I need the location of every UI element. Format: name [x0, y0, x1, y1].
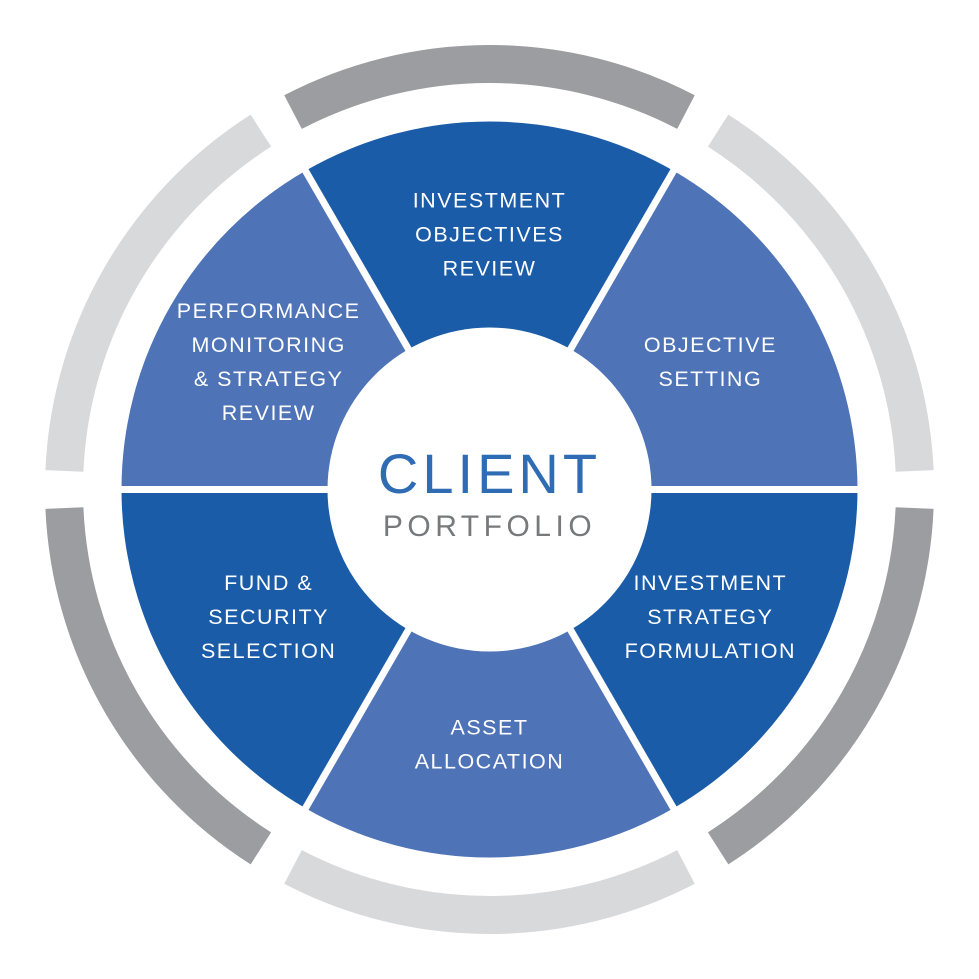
center-title-portfolio: PORTFOLIO [383, 510, 596, 543]
segment-label-line: & STRATEGY [194, 367, 344, 391]
center-title-client: CLIENT [378, 442, 601, 505]
segment-label-line: PERFORMANCE [177, 299, 361, 323]
segment-label-line: REVIEW [222, 401, 316, 425]
segment-label-line: ASSET [451, 716, 529, 740]
segment-label-line: FUND & [224, 571, 313, 595]
segment-investment-objectives-review [305, 121, 674, 490]
segment-label-line: ALLOCATION [415, 750, 565, 774]
segment-label-line: MONITORING [191, 333, 345, 357]
segment-labels: INVESTMENT OBJECTIVES REVIEW OBJECTIVE SETTI… [177, 189, 796, 774]
outer-ring [45, 45, 934, 934]
segment-label-line: INVESTMENT [413, 189, 567, 213]
segment-label-line: OBJECTIVES [415, 223, 564, 247]
segment-label-line: REVIEW [443, 257, 537, 281]
outer-ring-arc [284, 45, 695, 129]
segment-label-line: STRATEGY [647, 605, 773, 629]
segment-label-line: SELECTION [201, 639, 336, 663]
segment-label-line: OBJECTIVE [644, 333, 777, 357]
outer-ring-arc [284, 850, 695, 934]
outer-ring-arc [45, 507, 272, 865]
outer-ring-arc [45, 114, 272, 472]
segment-label-line: SETTING [659, 367, 763, 391]
outer-ring-arc [707, 114, 934, 472]
segment-asset-allocation [305, 489, 674, 858]
outer-ring-arc [707, 507, 934, 865]
segment-label-line: SECURITY [208, 605, 329, 629]
center-circle [327, 327, 652, 652]
segment-label-line: FORMULATION [625, 639, 796, 663]
segment-label-line: INVESTMENT [634, 571, 788, 595]
